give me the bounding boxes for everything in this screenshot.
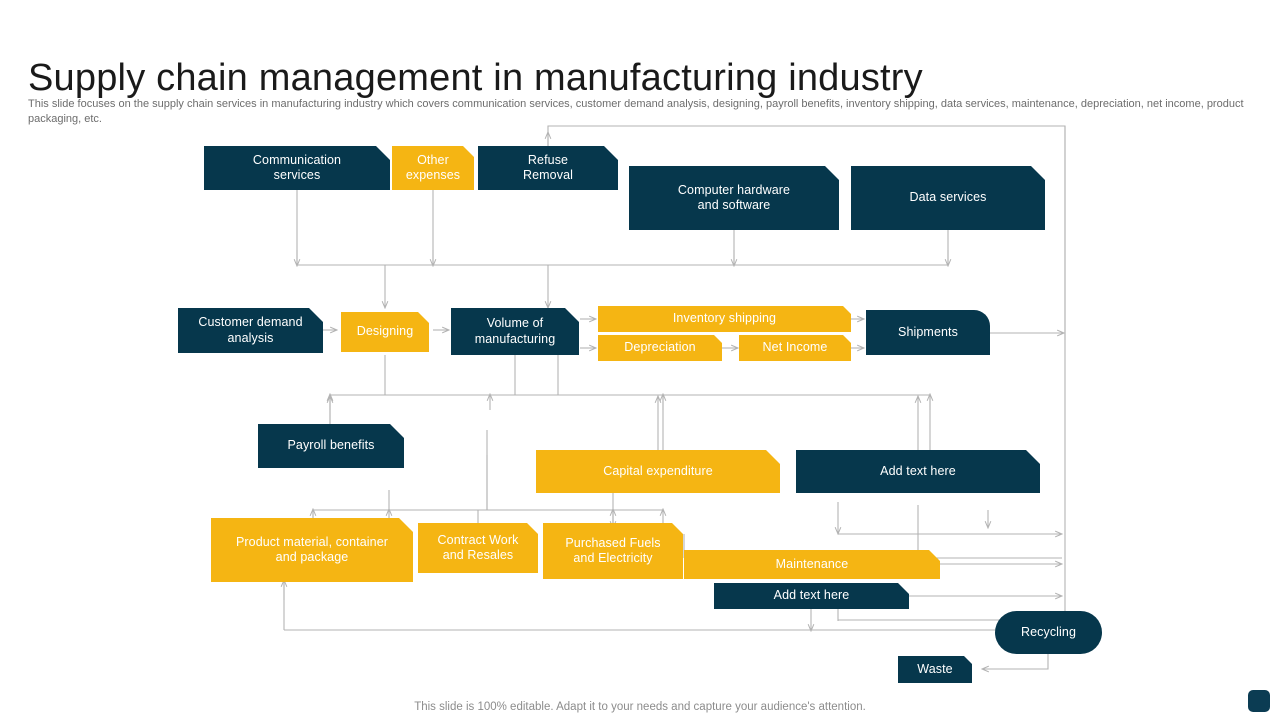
page-subtitle: This slide focuses on the supply chain s…: [28, 98, 1244, 125]
node-label: Capital expenditure: [603, 463, 713, 478]
node-label: Net Income: [762, 340, 828, 355]
node-add-text-here-bottom[interactable]: Add text here: [714, 583, 909, 609]
node-communication-services[interactable]: Communication services: [204, 146, 390, 190]
node-net-income[interactable]: Net Income: [739, 335, 851, 361]
node-label: Inventory shipping: [672, 311, 777, 326]
node-contract-work-and-resales[interactable]: Contract Work and Resales: [418, 523, 538, 573]
node-designing[interactable]: Designing: [341, 312, 429, 352]
corner-mark-icon: [1248, 690, 1270, 712]
node-other-expenses[interactable]: Other expenses: [392, 146, 474, 190]
node-label: Add text here: [773, 588, 850, 603]
page-title: Supply chain management in manufacturing…: [28, 57, 923, 100]
node-label: Designing: [356, 324, 414, 339]
node-label: Add text here: [880, 463, 956, 478]
node-label: Communication services: [252, 152, 342, 182]
node-label: Other expenses: [405, 152, 461, 182]
node-label: Refuse Removal: [522, 152, 574, 182]
node-label: Product material, container and package: [235, 534, 389, 564]
node-recycling[interactable]: Recycling: [995, 611, 1102, 654]
node-data-services[interactable]: Data services: [851, 166, 1045, 230]
node-computer-hardware-and-software[interactable]: Computer hardware and software: [629, 166, 839, 230]
node-depreciation[interactable]: Depreciation: [598, 335, 722, 361]
node-label: Computer hardware and software: [677, 182, 791, 212]
node-shipments[interactable]: Shipments: [866, 310, 990, 355]
node-volume-of-manufacturing[interactable]: Volume of manufacturing: [451, 308, 579, 355]
node-label: Volume of manufacturing: [474, 316, 556, 346]
node-add-text-here-right[interactable]: Add text here: [796, 450, 1040, 493]
node-label: Data services: [909, 190, 987, 205]
node-capital-expenditure[interactable]: Capital expenditure: [536, 450, 780, 493]
node-purchased-fuels-and-electricity[interactable]: Purchased Fuels and Electricity: [543, 523, 683, 579]
node-label: Payroll benefits: [287, 438, 375, 453]
node-customer-demand-analysis[interactable]: Customer demand analysis: [178, 308, 323, 353]
node-maintenance[interactable]: Maintenance: [684, 550, 940, 579]
node-product-material-container-and-package[interactable]: Product material, container and package: [211, 518, 413, 582]
node-label: Purchased Fuels and Electricity: [565, 535, 661, 565]
node-label: Shipments: [898, 324, 958, 339]
footer-note: This slide is 100% editable. Adapt it to…: [414, 701, 866, 713]
node-label: Recycling: [1020, 624, 1077, 639]
node-label: Waste: [917, 661, 953, 676]
node-waste[interactable]: Waste: [898, 656, 972, 683]
node-inventory-shipping[interactable]: Inventory shipping: [598, 306, 851, 332]
node-label: Customer demand analysis: [198, 315, 303, 345]
supply-chain-flowchart: Communication services Other expenses Re…: [0, 110, 1280, 690]
node-refuse-removal[interactable]: Refuse Removal: [478, 146, 618, 190]
node-label: Depreciation: [624, 340, 696, 355]
node-label: Contract Work and Resales: [437, 532, 519, 562]
node-label: Maintenance: [775, 556, 849, 571]
node-payroll-benefits[interactable]: Payroll benefits: [258, 424, 404, 468]
